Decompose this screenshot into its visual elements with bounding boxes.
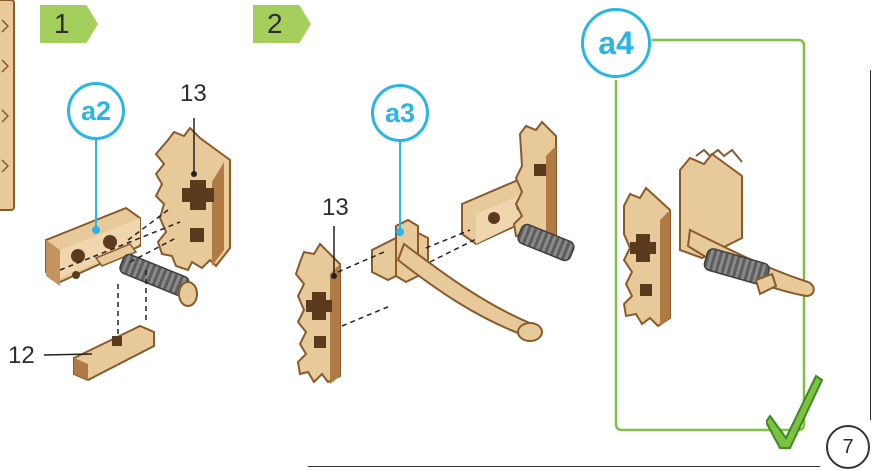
step1-part-12 <box>74 326 154 380</box>
step2-part-label-13: 13 <box>322 194 349 222</box>
callout-a2: a2 <box>67 82 125 140</box>
bottom-rule <box>308 466 820 467</box>
step-1-tab: 1 <box>40 5 98 43</box>
result-assembled-mechanism <box>624 150 814 326</box>
step-1-number: 1 <box>54 8 70 39</box>
checkmark-icon <box>766 370 826 450</box>
callout-a3: a3 <box>371 84 429 142</box>
step1-part-label-13: 13 <box>180 80 207 108</box>
callout-a3-label: a3 <box>385 98 415 129</box>
page-number: 7 <box>826 425 870 469</box>
step2-base-assembly <box>462 122 576 262</box>
callout-a4: a4 <box>581 8 651 78</box>
left-edge-part-fragment <box>0 0 14 210</box>
callout-a4-label: a4 <box>598 25 634 62</box>
step1-part-label-12: 12 <box>8 342 35 370</box>
step2-lever-piece <box>372 220 542 341</box>
step-2-number: 2 <box>267 8 283 39</box>
step1-plate-13 <box>156 128 230 270</box>
callout-a2-label: a2 <box>81 96 111 127</box>
vertical-divider <box>870 70 871 420</box>
step-2-tab: 2 <box>253 5 311 43</box>
page-number-label: 7 <box>842 436 853 459</box>
